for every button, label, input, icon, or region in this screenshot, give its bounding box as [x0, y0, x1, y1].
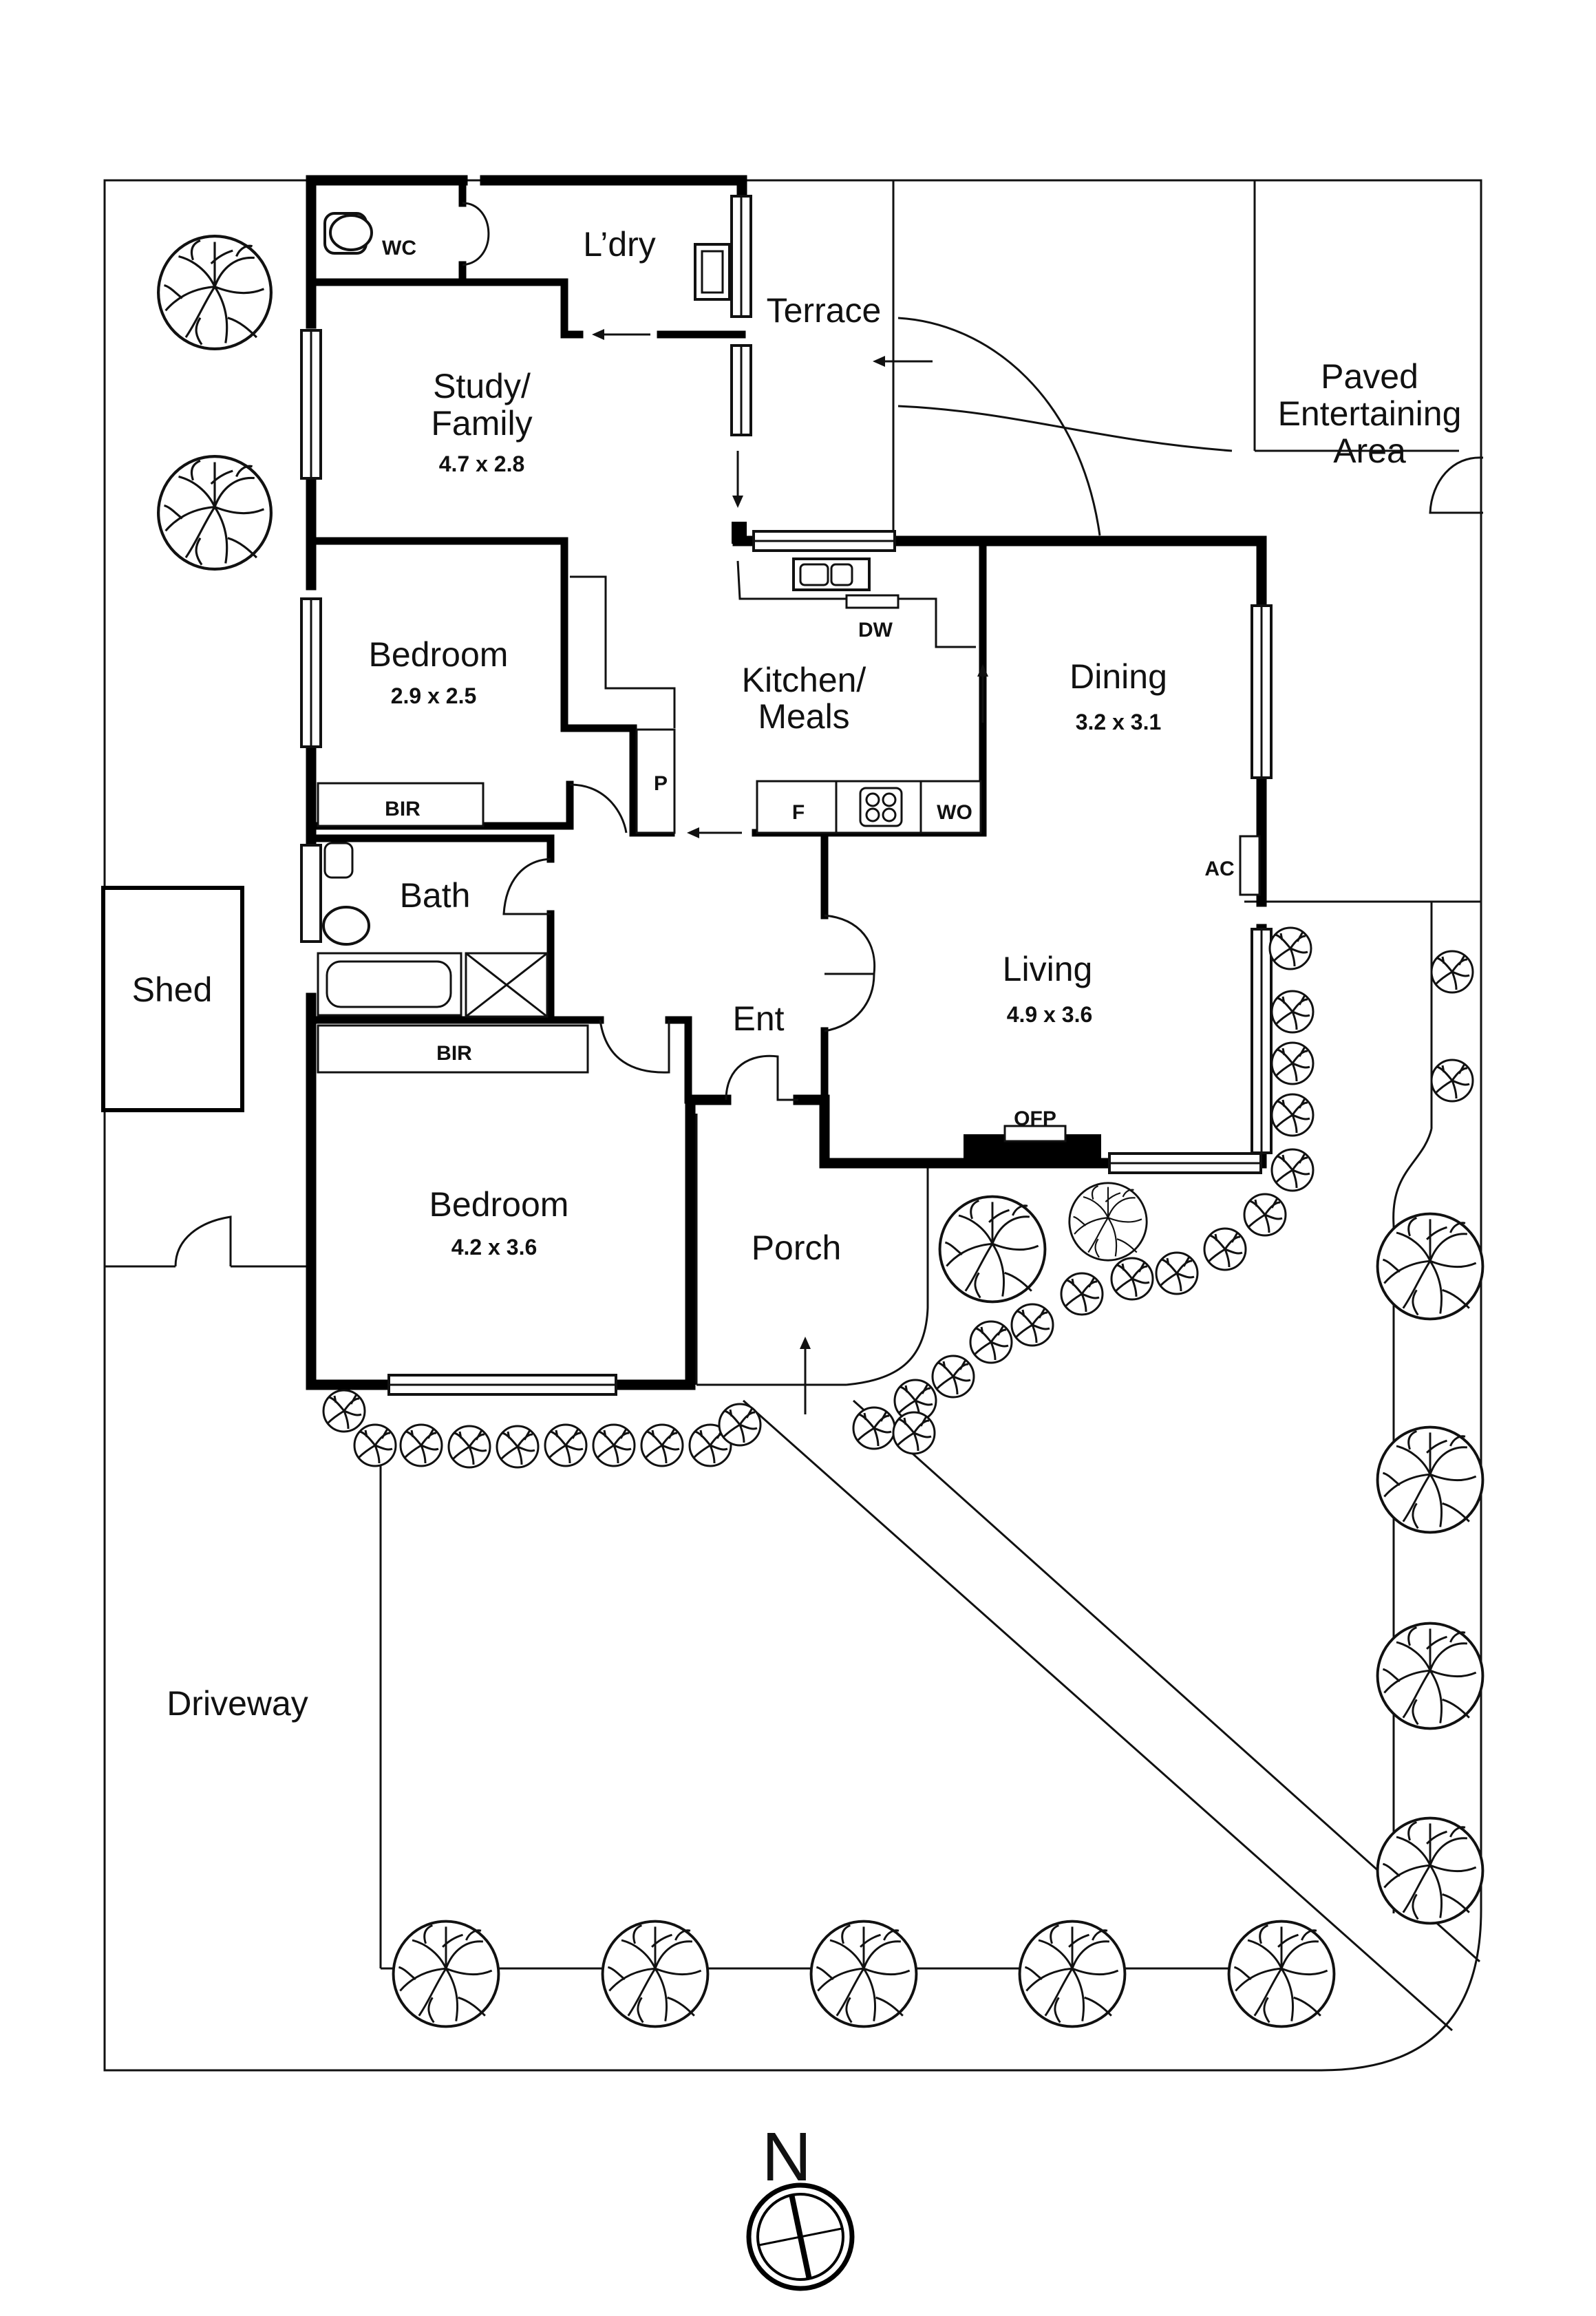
- study-label-2: Family: [431, 404, 532, 443]
- direction-arrows: [592, 329, 988, 1414]
- north-compass: N: [746, 2118, 855, 2291]
- entry-label: Ent: [732, 999, 784, 1038]
- bedroom-2-label: Bedroom: [369, 635, 509, 674]
- tree: [1376, 1425, 1485, 1534]
- paved-area-label-2: Entertaining: [1278, 394, 1462, 433]
- tree: [1227, 1920, 1336, 2028]
- dishwasher-label: DW: [858, 619, 893, 641]
- bath-label: Bath: [400, 876, 471, 915]
- tree: [809, 1920, 918, 2028]
- porch-label: Porch: [752, 1229, 842, 1267]
- study-label-1: Study/: [433, 367, 531, 405]
- shed-outline: [101, 886, 244, 1112]
- bedroom-2-dimensions: 2.9 x 2.5: [391, 683, 477, 708]
- kitchen-label-1: Kitchen/: [742, 661, 866, 699]
- shed-label: Shed: [132, 970, 213, 1009]
- living-label: Living: [1003, 950, 1093, 988]
- pantry-label: P: [654, 772, 668, 795]
- tree: [1376, 1622, 1485, 1730]
- laundry-label: L’dry: [583, 225, 656, 264]
- living-dimensions: 4.9 x 3.6: [1007, 1002, 1093, 1027]
- paved-area-label-1: Paved: [1321, 357, 1418, 396]
- tree: [1376, 1816, 1485, 1925]
- wall-oven-label: WO: [937, 801, 972, 824]
- wc-label: WC: [382, 237, 416, 259]
- fixtures: [317, 212, 1261, 1163]
- bedroom-1-dimensions: 4.2 x 3.6: [451, 1235, 538, 1260]
- tree: [1376, 1212, 1485, 1321]
- room-labels: L’dry WC Terrace Paved Entertaining Area…: [132, 225, 1462, 1723]
- dining-label: Dining: [1070, 657, 1167, 696]
- tree: [392, 1920, 500, 2028]
- doors: [462, 202, 876, 1101]
- tree: [938, 1195, 1047, 1304]
- bedroom-1-robe-label: BIR: [436, 1042, 472, 1065]
- air-conditioner-label: AC: [1204, 858, 1234, 880]
- driveway-label: Driveway: [167, 1684, 308, 1723]
- fixture-labels: DW P F WO AC BIR BIR OFP: [385, 619, 1235, 1130]
- terrace-label: Terrace: [767, 291, 882, 330]
- study-dimensions: 4.7 x 2.8: [439, 451, 525, 476]
- tree: [1068, 1182, 1148, 1262]
- bedroom-1-label: Bedroom: [429, 1185, 569, 1224]
- tree: [158, 456, 271, 569]
- fridge-label: F: [792, 801, 805, 824]
- north-label: N: [762, 2118, 811, 2196]
- fireplace-label: OFP: [1014, 1107, 1056, 1130]
- paved-area-label-3: Area: [1333, 432, 1406, 470]
- dining-dimensions: 3.2 x 3.1: [1076, 710, 1162, 734]
- tree: [601, 1920, 710, 2028]
- side-gate: [1429, 456, 1484, 514]
- tree: [1018, 1920, 1127, 2028]
- site-boundary: [103, 179, 1482, 2072]
- tree: [158, 236, 271, 349]
- bedroom-2-robe-label: BIR: [385, 798, 421, 820]
- windows: [300, 195, 1273, 1396]
- kitchen-label-2: Meals: [758, 697, 849, 736]
